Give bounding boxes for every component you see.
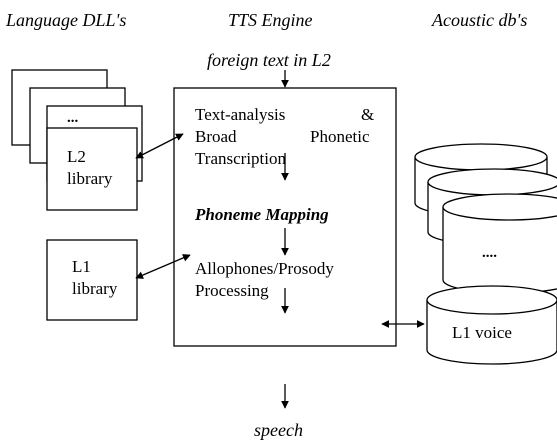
stack-ellipsis: ... bbox=[67, 110, 79, 126]
allophones-line2: Processing bbox=[195, 281, 269, 300]
phoneme-mapping: Phoneme Mapping bbox=[195, 205, 329, 224]
l1-engine-arrow bbox=[135, 254, 191, 279]
acoustic-ellipsis: .... bbox=[482, 245, 497, 261]
text-analysis-line1: Text-analysis bbox=[195, 105, 286, 124]
l1-library-box bbox=[46, 239, 138, 321]
l1-library-line1: L1 bbox=[72, 257, 91, 276]
db-cylinder-l1-voice bbox=[426, 285, 557, 365]
db-cylinder-3 bbox=[442, 193, 557, 294]
l2-library-line1: L2 bbox=[67, 147, 86, 166]
allophones-line1: Allophones/Prosody bbox=[195, 259, 334, 278]
header-language-dlls: Language DLL's bbox=[6, 10, 127, 30]
header-tts-engine: TTS Engine bbox=[228, 10, 313, 30]
l1-voice-label: L1 voice bbox=[452, 323, 512, 342]
text-analysis-line2a: Broad bbox=[195, 127, 237, 146]
output-label: speech bbox=[254, 420, 303, 440]
text-analysis-line3: Transcription bbox=[195, 149, 286, 168]
text-analysis-amp: & bbox=[361, 105, 375, 124]
header-acoustic-dbs: Acoustic db's bbox=[432, 10, 528, 30]
text-analysis-line2b: Phonetic bbox=[310, 127, 370, 146]
input-label: foreign text in L2 bbox=[207, 50, 331, 70]
l2-library-line2: library bbox=[67, 169, 113, 188]
l2-library-box bbox=[46, 127, 138, 211]
l2-engine-arrow bbox=[135, 133, 184, 159]
l1-library-line2: library bbox=[72, 279, 118, 298]
